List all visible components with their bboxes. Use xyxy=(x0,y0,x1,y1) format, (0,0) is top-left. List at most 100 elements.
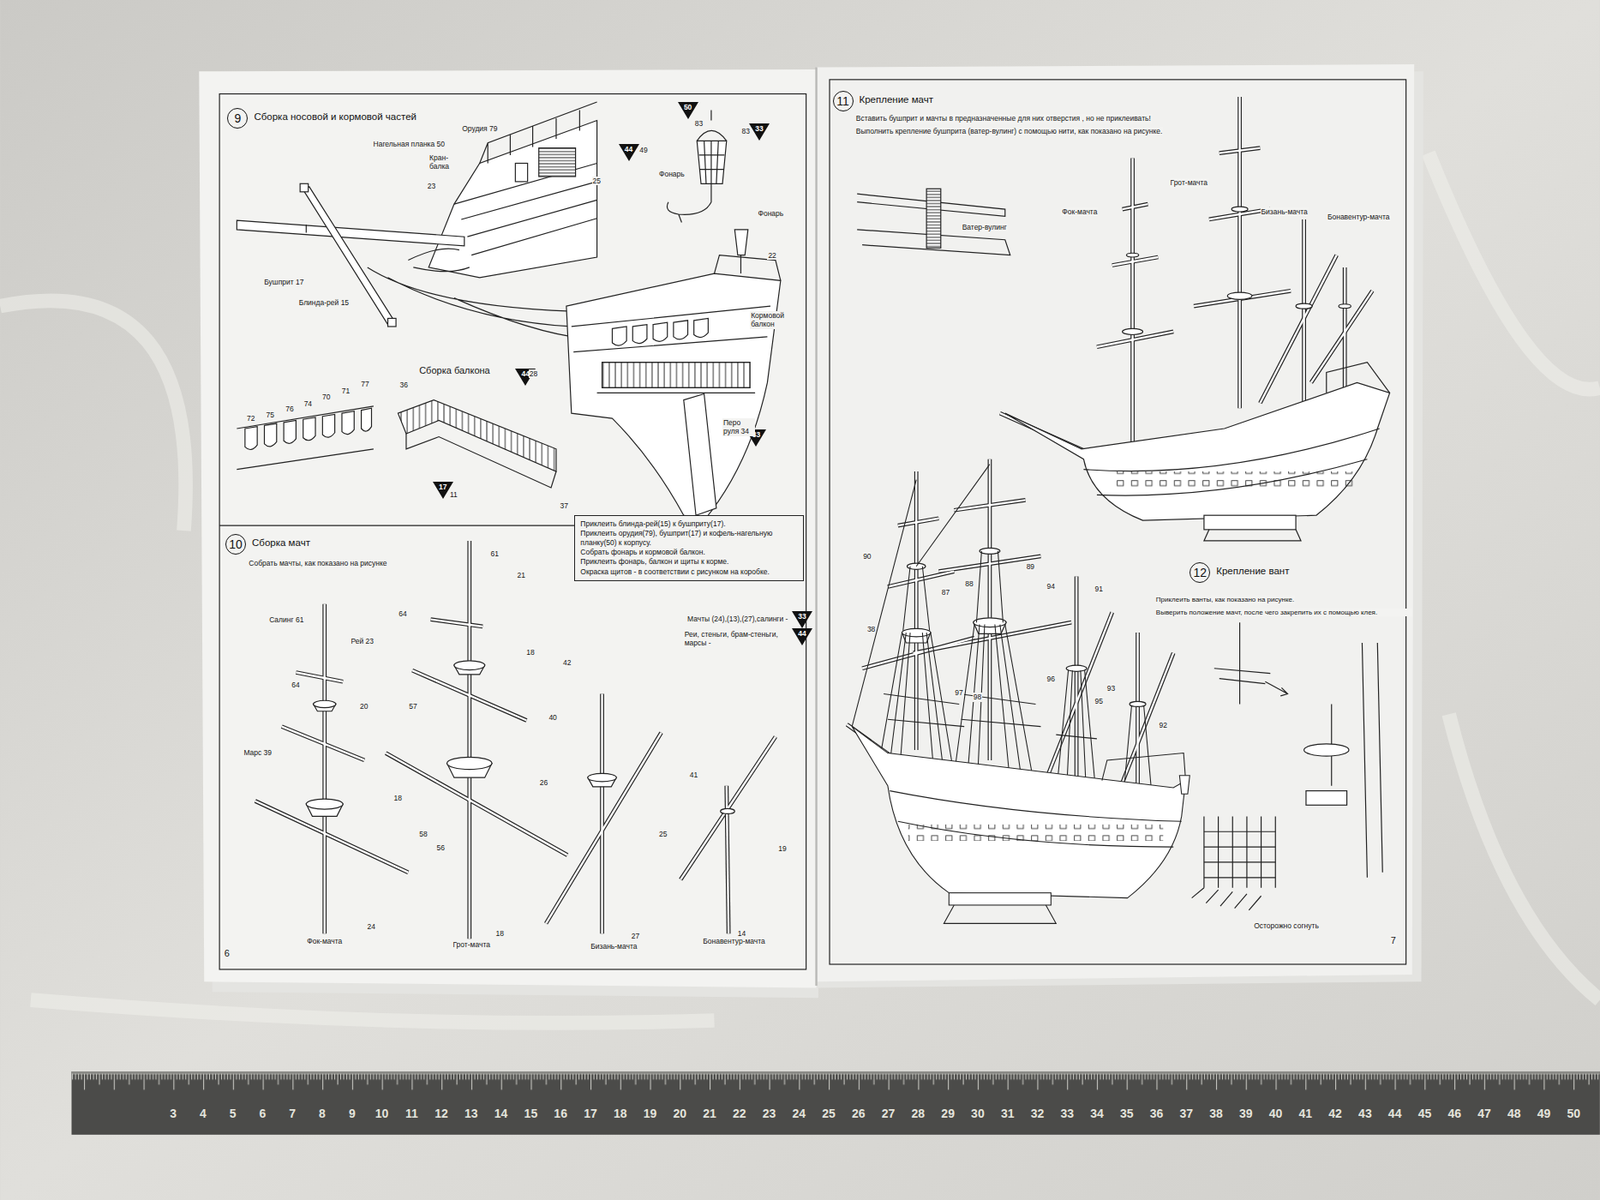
part-label: Орудия 79 xyxy=(461,124,498,133)
step12-details xyxy=(1192,622,1384,911)
part-label: Выверить положение мачт, после чего закр… xyxy=(1155,608,1413,618)
step-heading: Крепление мачт xyxy=(859,94,935,105)
part-label: Сборка балкона xyxy=(418,365,492,377)
part-label: 27 xyxy=(630,931,641,941)
note-line: Приклеить блинда-рей(15) к бушприту(17). xyxy=(580,519,798,529)
part-label: Выполнить крепление бушприта (ватер-вули… xyxy=(855,126,1164,136)
part-label: 41 xyxy=(689,770,699,780)
ruler-number: 16 xyxy=(553,1106,568,1121)
instruction-note: Приклеить блинда-рей(15) к бушприту(17).… xyxy=(574,515,804,581)
ruler-number: 13 xyxy=(464,1106,479,1121)
ruler-number: 46 xyxy=(1447,1106,1462,1121)
part-label: 83 xyxy=(740,126,750,136)
part-label: Фок-мачта xyxy=(1060,207,1098,216)
part-label: 96 xyxy=(1045,674,1055,684)
part-label: 56 xyxy=(435,843,445,852)
ruler-number: 25 xyxy=(821,1106,836,1121)
ruler-number: 34 xyxy=(1090,1106,1104,1121)
ruler-number: 7 xyxy=(288,1106,296,1121)
bow-illustration xyxy=(236,101,597,339)
ruler-number: 45 xyxy=(1418,1106,1433,1121)
part-label: 71 xyxy=(341,386,351,396)
ruler-number: 21 xyxy=(702,1106,717,1121)
part-label: Бушприт 17 xyxy=(263,277,305,287)
part-label: Грот-мачта xyxy=(1169,178,1209,187)
part-label: Бонавентур-мачта xyxy=(701,936,767,946)
part-label: Осторожно согнуть xyxy=(1252,921,1320,930)
paint-marker: 50 xyxy=(677,101,699,120)
part-label: Перо руля 34 xyxy=(722,418,756,436)
part-label: 36 xyxy=(399,380,409,390)
ruler-number: 6 xyxy=(259,1106,267,1121)
ruler-number: 15 xyxy=(524,1106,539,1121)
step-circle: 12Крепление вант xyxy=(1189,562,1211,583)
part-label: 92 xyxy=(1157,720,1168,730)
part-label: Кран-балка xyxy=(428,153,459,171)
ruler-number: 12 xyxy=(434,1106,449,1121)
part-label: 72 xyxy=(245,413,256,423)
part-label: Кормовой балкон xyxy=(749,311,801,329)
paint-marker: 33 xyxy=(791,611,813,629)
booklet-pages xyxy=(198,64,1424,998)
part-label: 83 xyxy=(694,119,704,128)
paint-code: 44 xyxy=(618,143,640,154)
part-label: 94 xyxy=(1045,581,1055,591)
part-label: 40 xyxy=(547,713,558,722)
part-label: 18 xyxy=(392,793,402,803)
ruler-number: 43 xyxy=(1358,1106,1373,1121)
step-number: 12 xyxy=(1190,563,1210,582)
ruler-number: 22 xyxy=(732,1106,747,1121)
part-label: Вставить бушприт и мачты в предназначенн… xyxy=(855,113,1152,123)
part-label: 25 xyxy=(658,829,668,839)
part-label: 58 xyxy=(418,829,428,839)
part-label: Бонавентур-мачта xyxy=(1326,212,1391,222)
part-label: Мачты (24),(13),(27),салинги - xyxy=(686,614,789,624)
step-number: 10 xyxy=(226,534,246,554)
part-label: 22 xyxy=(767,251,777,260)
part-label: 24 xyxy=(365,922,376,931)
ruler-number: 35 xyxy=(1120,1106,1134,1121)
ruler-number: 17 xyxy=(583,1106,598,1121)
part-label: Грот-мачта xyxy=(451,940,491,949)
part-label: Фок-мачта xyxy=(305,936,343,946)
step-heading: Сборка мачт xyxy=(251,537,311,548)
ruler-number: 47 xyxy=(1477,1106,1492,1121)
part-label: 26 xyxy=(539,778,549,787)
ruler-number: 41 xyxy=(1299,1106,1313,1121)
part-label: 77 xyxy=(359,379,370,389)
ruler-number: 5 xyxy=(229,1106,237,1121)
page-frames xyxy=(219,79,1407,970)
part-label: 21 xyxy=(515,570,526,580)
part-label: 64 xyxy=(290,680,300,690)
ruler-number: 50 xyxy=(1566,1106,1581,1121)
part-label: Рей 23 xyxy=(349,636,375,646)
part-label: 57 xyxy=(407,701,418,711)
ruler-number: 38 xyxy=(1209,1106,1223,1121)
part-label: 11 xyxy=(449,490,459,499)
step-circle: 9Сборка носовой и кормовой частей xyxy=(227,107,248,129)
part-label: 25 xyxy=(592,176,602,186)
ruler-number: 9 xyxy=(348,1106,356,1121)
part-label: 95 xyxy=(1093,696,1103,706)
shield-row xyxy=(236,406,374,470)
part-label: 23 xyxy=(426,181,437,191)
ruler-number: 18 xyxy=(613,1106,628,1121)
part-label: Блинда-рей 15 xyxy=(298,298,350,307)
part-label: 93 xyxy=(1106,683,1116,693)
ruler-number: 11 xyxy=(405,1106,419,1121)
step-circle: 10Сборка мачт xyxy=(225,533,246,555)
ruler-number: 29 xyxy=(940,1106,955,1121)
part-label: Фонарь xyxy=(756,209,785,218)
mast-spars xyxy=(255,96,1373,939)
ruler-number: 3 xyxy=(169,1106,177,1121)
part-label: 61 xyxy=(490,549,500,558)
ruler-number: 23 xyxy=(762,1106,777,1121)
ruler-number: 20 xyxy=(672,1106,687,1121)
ruler-number: 39 xyxy=(1239,1106,1253,1121)
part-label: Собрать мачты, как показано на рисунке xyxy=(247,558,388,568)
paint-code: 50 xyxy=(677,101,699,112)
ruler-number: 48 xyxy=(1507,1106,1522,1121)
part-label: Приклеить ванты, как показано на рисунке… xyxy=(1155,595,1295,605)
